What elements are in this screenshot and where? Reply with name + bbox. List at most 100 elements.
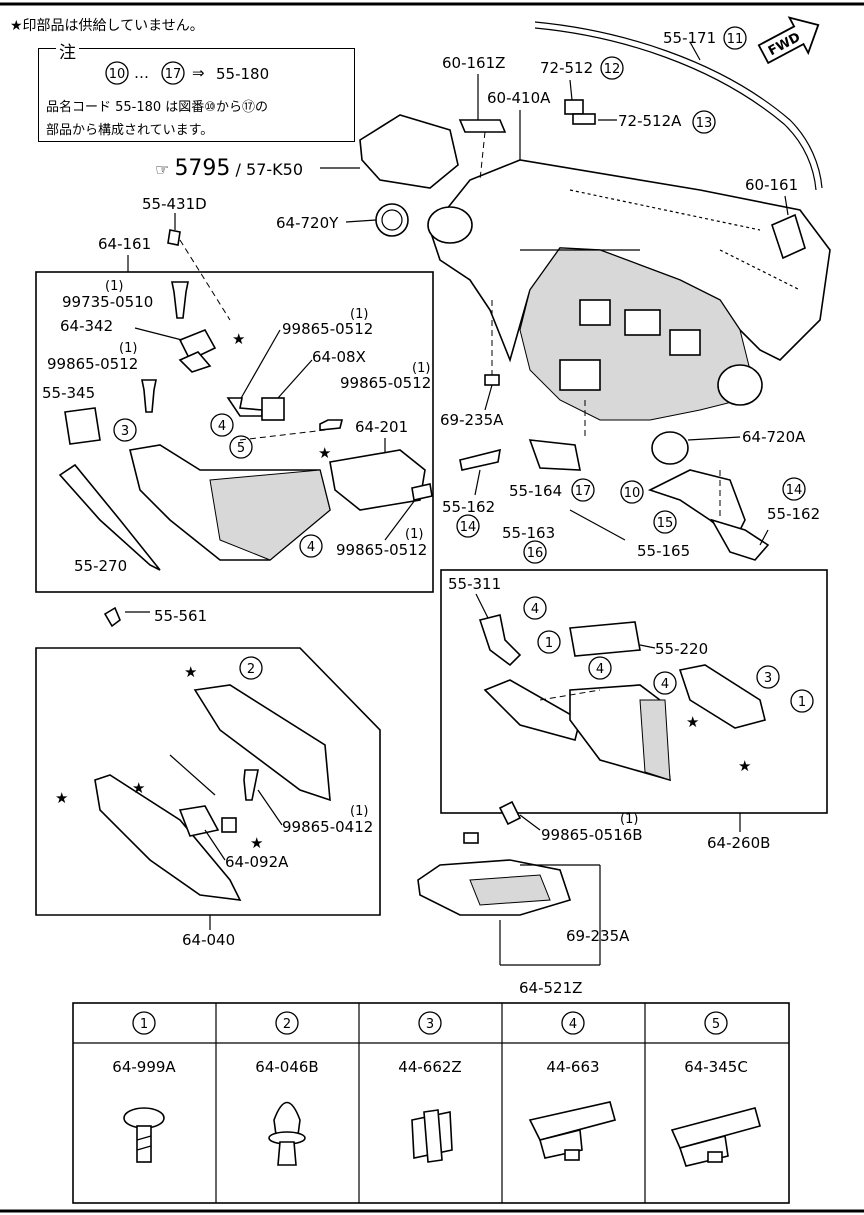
label-64-161[interactable]: 64-161 [98, 235, 151, 253]
callout-4-text: 4 [531, 602, 539, 617]
legend-part[interactable]: 64-999A [112, 1058, 176, 1076]
label-64-342[interactable]: 64-342 [60, 317, 113, 335]
label-55-162-right[interactable]: 55-162 [767, 505, 820, 523]
label-55-561[interactable]: 55-561 [154, 607, 207, 625]
label-99865-0512-e[interactable]: 99865-0512 [336, 541, 427, 559]
note-target: 55-180 [216, 65, 269, 83]
strip-55-163 [569, 509, 626, 541]
label-99865-0512-b[interactable]: 99865-0512 [282, 320, 373, 338]
group-box-64-040 [35, 647, 381, 916]
star-icon: ★ [232, 330, 245, 348]
callout-3-text: 3 [121, 424, 129, 439]
label-72-512a[interactable]: 72-512A [618, 112, 682, 130]
callout-1-text: 1 [545, 636, 553, 651]
label-55-270[interactable]: 55-270 [74, 557, 127, 575]
air-vent-64-720a [651, 431, 689, 465]
screw-99865-0512 [141, 379, 157, 413]
callout-15 [653, 510, 677, 534]
callout-3-left [113, 418, 137, 442]
legend-num: 3 [426, 1017, 434, 1032]
callout-2 [239, 656, 263, 680]
label-55-171[interactable]: 55-171 [663, 29, 716, 47]
label-55-311[interactable]: 55-311 [448, 575, 501, 593]
pad-55-164 [528, 439, 581, 471]
leader [134, 327, 183, 341]
leader [759, 529, 769, 546]
leader [689, 41, 701, 61]
lower-panel-side [209, 469, 331, 561]
clip-55-431d [167, 229, 181, 246]
label-55-164[interactable]: 55-164 [509, 482, 562, 500]
callout-16 [523, 540, 547, 564]
legend-part[interactable]: 64-046B [255, 1058, 318, 1076]
vent-grille-64-201 [329, 449, 426, 511]
label-64-521z[interactable]: 64-521Z [519, 979, 582, 997]
label-55-163[interactable]: 55-163 [502, 524, 555, 542]
callout-circle [105, 61, 129, 85]
callout-4-left [210, 413, 234, 437]
callout-4-bottom [299, 534, 323, 558]
note-line3: 部品から構成されています。 [46, 123, 214, 138]
label-64-092a[interactable]: 64-092A [225, 853, 289, 871]
callout-1-r1 [537, 630, 561, 654]
legend-part[interactable]: 44-662Z [398, 1058, 461, 1076]
legend-num: 1 [140, 1017, 148, 1032]
note-dots: … [134, 64, 149, 82]
group-box-64-260b [440, 569, 828, 814]
label-60-161z[interactable]: 60-161Z [442, 54, 505, 72]
frame-bracket [624, 309, 661, 336]
legend-part[interactable]: 44-663 [546, 1058, 599, 1076]
leader [639, 644, 656, 649]
label-55-431d[interactable]: 55-431D [142, 195, 207, 213]
callout-12 [600, 56, 624, 80]
label-55-162-left[interactable]: 55-162 [442, 498, 495, 516]
dashed-leader [239, 429, 326, 441]
label-99865-0516b[interactable]: 99865-0516B [541, 826, 643, 844]
molding-strip-55-171 [534, 21, 823, 189]
callout-1-r2 [790, 689, 814, 713]
label-72-512[interactable]: 72-512 [540, 59, 593, 77]
label-64-720a[interactable]: 64-720A [742, 428, 806, 446]
leader [519, 814, 541, 831]
label-64-720y[interactable]: 64-720Y [276, 214, 339, 232]
note-from: 10 [109, 67, 126, 82]
leader [257, 789, 283, 826]
label-69-235a-bottom[interactable]: 69-235A [566, 927, 630, 945]
label-sticker-72-512a [572, 113, 596, 125]
screw-99735-0510 [171, 281, 189, 319]
dashed-leader [479, 131, 486, 181]
defrost-grille [569, 189, 761, 231]
label-64-040[interactable]: 64-040 [182, 931, 235, 949]
label-55-220[interactable]: 55-220 [655, 640, 708, 658]
label-99865-0512-c[interactable]: 99865-0512 [340, 374, 431, 392]
label-55-165[interactable]: 55-165 [637, 542, 690, 560]
label-69-235a-top[interactable]: 69-235A [440, 411, 504, 429]
qty: (1) [350, 307, 368, 322]
callout-13 [692, 110, 716, 134]
screw-99865-0512-e [411, 483, 433, 501]
bracket-55-311 [478, 614, 522, 667]
label-60-410a[interactable]: 60-410A [487, 89, 551, 107]
label-99735-0510[interactable]: 99735-0510 [62, 293, 153, 311]
label-64-08x[interactable]: 64-08X [312, 348, 366, 366]
legend-num: 4 [569, 1017, 577, 1032]
legend-part[interactable]: 64-345C [684, 1058, 748, 1076]
star-icon: ★ [686, 713, 699, 731]
leader [345, 219, 377, 223]
legend-num: 5 [712, 1017, 720, 1032]
latch-64-092a [178, 805, 220, 837]
callout-circle [161, 61, 185, 85]
label-60-161[interactable]: 60-161 [745, 176, 798, 194]
qty: (1) [412, 361, 430, 376]
cross-reference[interactable]: ☞ 5795 / 57-K50 [155, 156, 303, 181]
label-99865-0512-a[interactable]: 99865-0512 [47, 355, 138, 373]
label-99865-0412[interactable]: 99865-0412 [282, 818, 373, 836]
panel-55-220 [569, 621, 641, 657]
label-55-345[interactable]: 55-345 [42, 384, 95, 402]
airbag-module [359, 114, 459, 189]
label-64-201[interactable]: 64-201 [355, 418, 408, 436]
star-icon: ★ [184, 663, 197, 681]
label-64-260b[interactable]: 64-260B [707, 834, 770, 852]
legend-num-circle [704, 1011, 728, 1035]
rubber-stopper-icon [268, 1101, 306, 1166]
